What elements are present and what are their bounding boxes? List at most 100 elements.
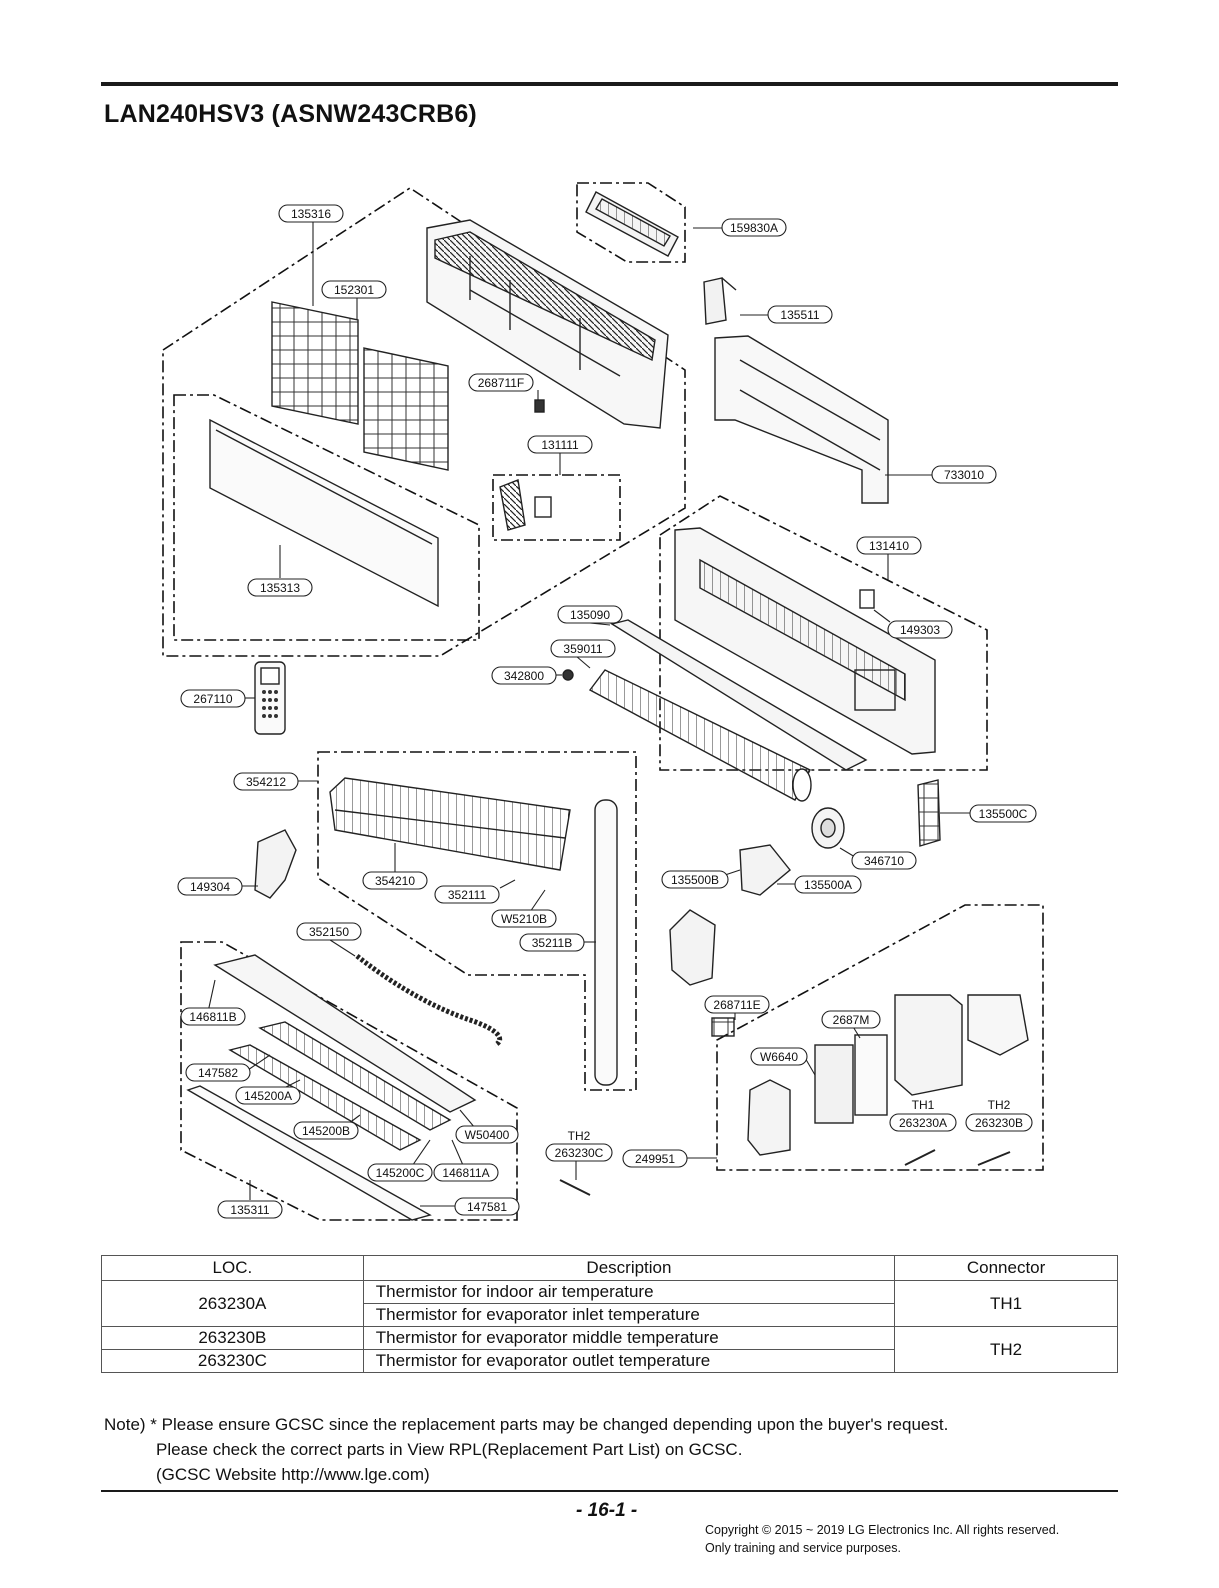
row2-desc: Thermistor for evaporator middle tempera… [362, 1326, 896, 1350]
svg-text:149304: 149304 [190, 880, 230, 894]
cross-flow-fan-part [588, 669, 812, 802]
note-line-3: (GCSC Website http://www.lge.com) [156, 1465, 430, 1484]
note-block: Note) * Please ensure GCSC since the rep… [104, 1412, 948, 1487]
svg-text:152301: 152301 [334, 283, 374, 297]
svg-text:135090: 135090 [570, 608, 610, 622]
row1-desc1: Thermistor for indoor air temperature [362, 1280, 896, 1304]
display-part [499, 479, 552, 531]
svg-text:352150: 352150 [309, 925, 349, 939]
usage-text: Only training and service purposes. [705, 1541, 901, 1555]
callout-135500C: 135500C [969, 804, 1037, 823]
callout-359011: 359011 [550, 639, 616, 658]
callout-131410: 131410 [856, 536, 922, 555]
copyright-text: Copyright © 2015 ~ 2019 LG Electronics I… [705, 1523, 1060, 1537]
svg-text:733010: 733010 [944, 468, 984, 482]
callout-267110: 267110 [180, 689, 246, 708]
chassis-part [674, 527, 936, 755]
copyright-block: Copyright © 2015 ~ 2019 LG Electronics I… [705, 1521, 1059, 1557]
svg-text:135311: 135311 [230, 1203, 269, 1217]
svg-text:146811B: 146811B [189, 1010, 236, 1024]
part-268711F [534, 399, 545, 413]
group-outlines [162, 182, 1044, 1221]
leader-lines [207, 220, 970, 1207]
table-row: Thermistor for evaporator inlet temperat… [102, 1303, 1118, 1327]
svg-text:145200A: 145200A [244, 1089, 292, 1103]
callout-W5210B: W5210B [491, 909, 557, 928]
callout-352150: 352150 [296, 922, 362, 941]
table-row: 263230C [101, 1349, 1118, 1373]
svg-text:352111: 352111 [448, 888, 487, 902]
svg-text:342800: 342800 [504, 669, 544, 683]
callout-135311: 135311 [217, 1200, 283, 1219]
svg-text:W50400: W50400 [465, 1128, 510, 1142]
svg-text:135500A: 135500A [804, 878, 852, 892]
table-row: 263230A Thermistor for indoor air temper… [101, 1280, 1118, 1327]
page-number: - 16-1 - [576, 1500, 638, 1521]
part-callouts: 135316 159830A 152301 135511 268711F 131… [177, 204, 1037, 1219]
front-panel-group-outline [162, 187, 686, 657]
callout-145200A: 145200A [235, 1086, 301, 1105]
svg-text:W6640: W6640 [760, 1050, 798, 1064]
front-grille-group-outline [173, 394, 480, 641]
svg-text:263230C: 263230C [555, 1146, 604, 1160]
display-group-outline [492, 474, 621, 541]
remote-control-part [254, 661, 286, 735]
table-row: 263230B Thermistor for evaporator middle… [101, 1326, 1118, 1373]
svg-text:346710: 346710 [864, 854, 904, 868]
svg-text:359011: 359011 [563, 642, 602, 656]
tag-th1: TH1 [912, 1098, 935, 1112]
bearing-part [562, 669, 574, 681]
callout-147582: 147582 [185, 1063, 251, 1082]
svg-text:35211B: 35211B [532, 936, 572, 950]
row1-desc2: Thermistor for evaporator inlet temperat… [362, 1303, 896, 1327]
svg-text:147582: 147582 [198, 1066, 238, 1080]
note-line-2: Please check the correct parts in View R… [156, 1440, 743, 1459]
svg-text:263230A: 263230A [899, 1116, 947, 1130]
svg-text:145200C: 145200C [376, 1166, 425, 1180]
callout-147581: 147581 [454, 1197, 520, 1216]
note-line-1: Note) * Please ensure GCSC since the rep… [104, 1415, 949, 1434]
svg-text:249951: 249951 [635, 1152, 675, 1166]
row3-loc: 263230C [101, 1349, 364, 1373]
part-drawings [186, 191, 1029, 1221]
svg-text:263230B: 263230B [975, 1116, 1023, 1130]
side-grille-part [917, 779, 941, 847]
front-grille-part [209, 418, 439, 608]
svg-text:159830A: 159830A [730, 221, 778, 235]
discharge-louver-part [186, 954, 477, 1221]
callout-35211B: 35211B [519, 933, 585, 952]
callout-135500B: 135500B [661, 870, 729, 889]
svg-text:W5210B: W5210B [501, 912, 547, 926]
top-louver-group-outline [576, 182, 686, 263]
row1-connector: TH1 [894, 1280, 1118, 1327]
row3-desc: Thermistor for evaporator outlet tempera… [362, 1349, 896, 1373]
svg-text:354210: 354210 [375, 874, 415, 888]
callout-352111: 352111 [434, 885, 500, 904]
callout-W6640: W6640 [750, 1047, 808, 1066]
bottom-rule [101, 1490, 1118, 1492]
svg-text:135313: 135313 [260, 581, 300, 595]
callout-149304: 149304 [177, 877, 243, 896]
tag-th2-right: TH2 [988, 1098, 1011, 1112]
thermistor-table: LOC. Description Connector 263230A Therm… [101, 1255, 1118, 1373]
tag-th2-left: TH2 [568, 1129, 591, 1143]
svg-text:135500B: 135500B [671, 873, 719, 887]
callout-149303: 149303 [887, 620, 953, 639]
callout-135090: 135090 [557, 605, 623, 624]
motor-cover-a-part [739, 844, 791, 896]
callout-263230B: 263230B [965, 1113, 1033, 1132]
callout-135316: 135316 [278, 204, 344, 223]
callout-263230C: 263230C [545, 1143, 613, 1162]
top-louver-part [585, 191, 679, 257]
thermistor-263230C-part [559, 1179, 591, 1196]
motor-cover-b-part [669, 909, 716, 986]
svg-text:267110: 267110 [193, 692, 232, 706]
svg-text:268711F: 268711F [478, 376, 524, 390]
row2-loc: 263230B [101, 1326, 364, 1350]
cabinet-front-part [426, 219, 669, 429]
callout-268711F: 268711F [468, 373, 534, 392]
callout-354210: 354210 [362, 871, 428, 890]
fan-motor-part [811, 807, 845, 849]
callout-145200B: 145200B [293, 1121, 359, 1140]
callout-268711E: 268711E [704, 995, 770, 1014]
